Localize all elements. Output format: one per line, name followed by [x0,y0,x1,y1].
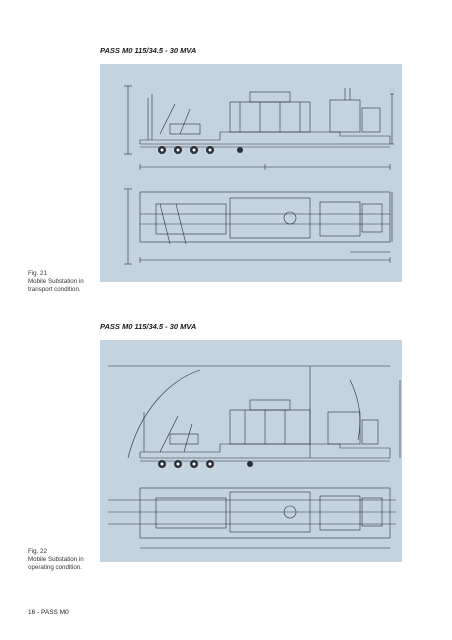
figure-21-label: Fig. 21 [28,270,47,277]
page-number: 16 - PASS M0 [28,609,69,616]
figure-21-drawing [100,64,402,282]
figure-21-desc-1: Mobile Substation in [28,278,84,285]
transport-condition-drawing [124,85,394,265]
figure-21-desc-2: transport condition. [28,286,81,293]
figure-22-drawing [100,340,402,562]
operating-condition-drawing [108,365,401,549]
figure-21-title: PASS M0 115/34.5 - 30 MVA [100,46,197,55]
figure-21-caption: Fig. 21 Mobile Substation in transport c… [28,270,84,294]
figure-22-desc-2: operating condition. [28,564,83,571]
figure-22-label: Fig. 22 [28,548,47,555]
figure-22-desc-1: Mobile Substation in [28,556,84,563]
figure-22-title: PASS M0 115/34.5 - 30 MVA [100,322,197,331]
figure-22-caption: Fig. 22 Mobile Substation in operating c… [28,548,84,572]
